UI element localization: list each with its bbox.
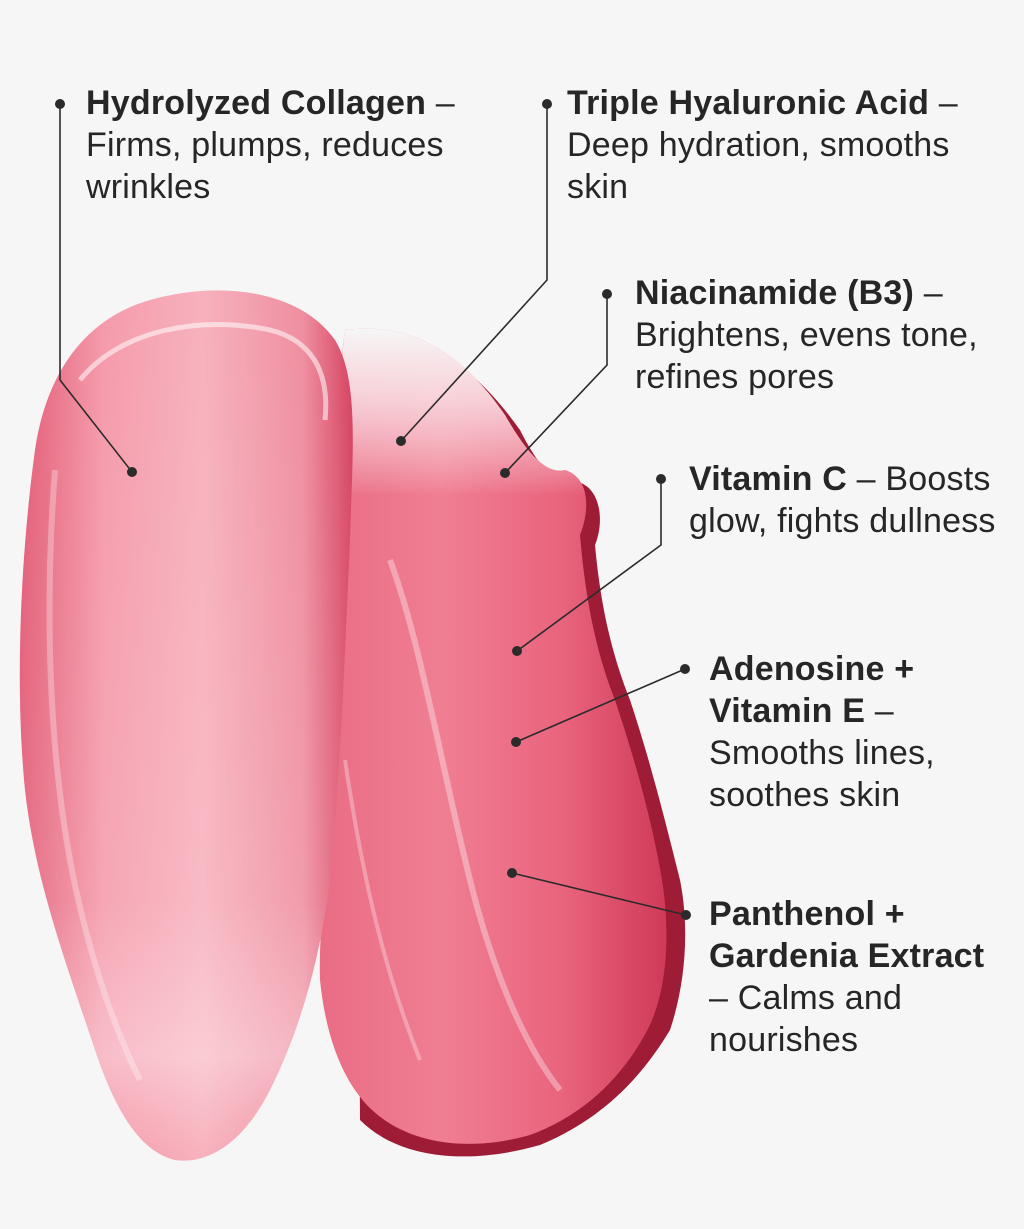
target-dot	[127, 467, 137, 477]
left-swatch-sheen	[19, 290, 353, 1161]
target-dot	[512, 646, 522, 656]
ingredient-callout-vitamin-c: Vitamin C – Boosts glow, fights dullness	[689, 458, 1009, 542]
ingredient-description: – Boosts glow, fights dullness	[689, 460, 996, 540]
leader-line-niacinamide	[504, 294, 608, 474]
right-swatch-fade	[335, 328, 615, 700]
left-swatch-side-highlight	[46, 469, 143, 1082]
ingredient-description: – Calms and nourishes	[709, 979, 903, 1059]
bullet-dot	[680, 664, 690, 674]
ingredient-callout-niacinamide: Niacinamide (B3) – Brightens, evens tone…	[635, 272, 1015, 398]
bullet-dot	[656, 474, 666, 484]
bullet-dot	[602, 289, 612, 299]
right-swatch-highlight	[387, 558, 563, 1092]
leader-lines	[59, 104, 687, 916]
ingredient-name: Hydrolyzed Collagen	[86, 84, 427, 122]
right-swatch-highlight-2	[343, 759, 422, 1061]
ingredient-name: Niacinamide (B3)	[635, 274, 915, 312]
ingredient-description: – Smooths lines, soothes skin	[709, 692, 935, 814]
bullet-dot	[542, 99, 552, 109]
leader-line-adenosine	[515, 668, 686, 743]
target-dot	[396, 436, 406, 446]
ingredient-description: – Brightens, evens tone, refines pores	[635, 274, 978, 396]
leader-line-hyaluronic	[400, 104, 548, 442]
left-swatch-rim-highlight	[78, 321, 329, 421]
leader-line-collagen	[59, 104, 133, 473]
ingredient-callout-panthenol: Panthenol + Gardenia Extract – Calms and…	[709, 893, 1009, 1061]
ingredient-callout-adenosine: Adenosine + Vitamin E – Smooths lines, s…	[709, 648, 1009, 816]
leader-line-vitamin-c	[516, 479, 662, 652]
leader-dots	[55, 99, 691, 920]
ingredient-name: Vitamin C	[689, 460, 847, 498]
ingredient-name: Panthenol + Gardenia Extract	[709, 895, 985, 975]
target-dot	[511, 737, 521, 747]
ingredient-description: – Firms, plumps, reduces wrinkles	[86, 84, 455, 206]
target-dot	[507, 868, 517, 878]
target-dot	[500, 468, 510, 478]
ingredient-name: Triple Hyaluronic Acid	[567, 84, 930, 122]
bullet-dot	[55, 99, 65, 109]
ingredient-callout-hyaluronic: Triple Hyaluronic Acid – Deep hydration,…	[567, 82, 1007, 208]
leader-line-panthenol	[511, 872, 687, 916]
bullet-dot	[681, 910, 691, 920]
ingredient-description: – Deep hydration, smooths skin	[567, 84, 958, 206]
ingredient-name: Adenosine + Vitamin E	[709, 650, 915, 730]
ingredient-callout-collagen: Hydrolyzed Collagen – Firms, plumps, red…	[86, 82, 506, 208]
